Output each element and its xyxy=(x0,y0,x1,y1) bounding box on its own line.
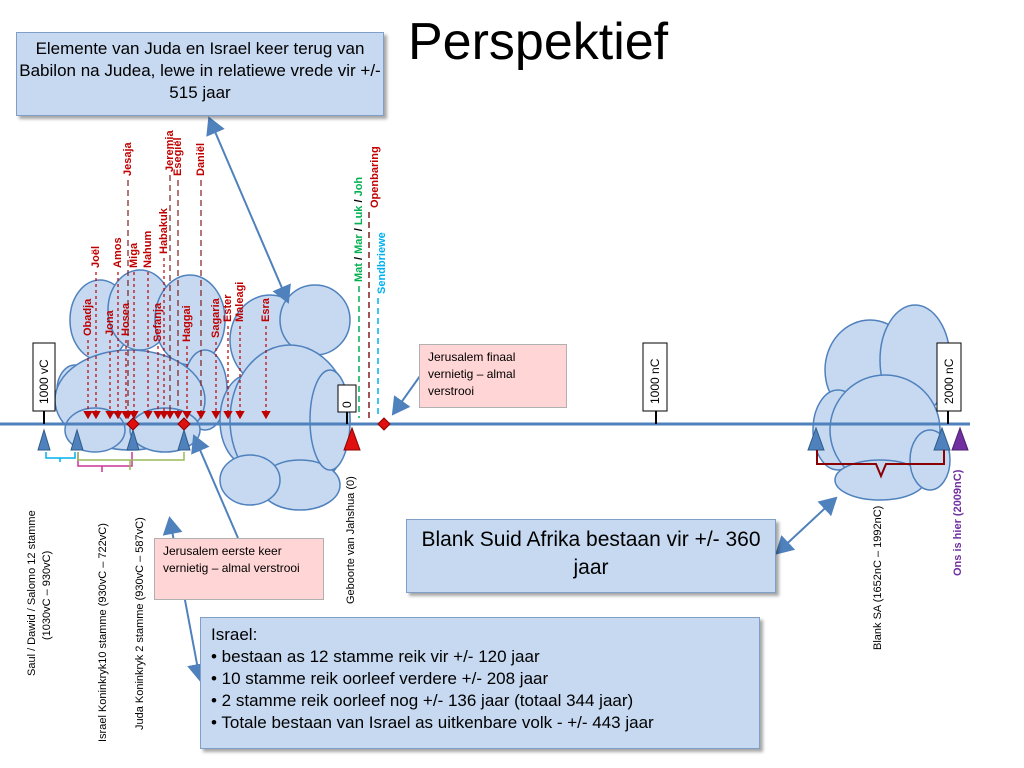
red-diamonds xyxy=(126,417,391,431)
arrow-top-callout xyxy=(206,116,291,304)
callout-jerusalem-final: Jerusalem finaal vernietig – almal verst… xyxy=(419,344,567,408)
prophet-ester: Ester xyxy=(222,294,234,322)
marker-2000nc: 2000 nC xyxy=(936,342,962,412)
marker-0: 0 xyxy=(337,384,357,413)
callout-return-babylon: Elemente van Juda en Israel keer terug v… xyxy=(16,32,384,116)
prophet-habakuk: Habakuk xyxy=(158,207,170,254)
prophet-esra: Esra xyxy=(260,297,272,322)
svg-text:1000 vC: 1000 vC xyxy=(37,359,51,404)
prophet-maleagi: Maleagi xyxy=(234,282,246,322)
birth-triangle xyxy=(343,426,361,451)
event-israel-koninkryk: Israel Koninkryk10 stamme (930vC – 722vC… xyxy=(97,523,109,742)
prophet-nahum: Nahum xyxy=(142,231,154,269)
svg-text:0: 0 xyxy=(340,401,354,408)
event-juda-koninkryk: Juda Koninkryk 2 stamme (930vC – 587vC) xyxy=(134,517,146,730)
marker-1000vc: 1000 vC xyxy=(32,342,56,412)
prophet-jona: Jona xyxy=(104,309,116,336)
bracket-10-stamme xyxy=(77,452,133,472)
bracket-2-stamme xyxy=(77,452,185,470)
event-geboorte: Geboorte van Jahshua (0) xyxy=(345,476,357,604)
event-labels: Saul / Dawid / Salomo 12 stamme (1030vC … xyxy=(26,469,964,742)
israel-heading: Israel: xyxy=(211,625,258,644)
event-ons-is-hier: Ons is hier (2009nC) xyxy=(952,469,964,576)
prophet-sefanja: Sefanja xyxy=(152,302,164,342)
arrow-jerusalem-first xyxy=(191,434,239,539)
prophet-labels: Obadja Joël Jona Amos Hosea Miga Nahum S… xyxy=(82,130,272,342)
slide-title: Perspektief xyxy=(408,13,669,71)
gospels-label: Mat / Mar / Luk / Joh xyxy=(353,177,365,282)
callout-jerusalem-first: Jerusalem eerste keer vernietig – almal … xyxy=(154,538,324,600)
israel-bullet: • 10 stamme reik oorleef verdere +/- 208… xyxy=(211,669,549,688)
axis-triangles xyxy=(37,426,951,451)
israel-bullet: • Totale bestaan van Israel as uitkenbar… xyxy=(211,713,654,732)
prophet-obadja: Obadja xyxy=(82,298,94,336)
bracket-12-stamme xyxy=(45,452,76,462)
prophet-esegiel: Esegiël xyxy=(172,137,184,176)
arrow-jerusalem-final xyxy=(391,375,421,416)
callout-israel: Israel: • bestaan as 12 stamme reik vir … xyxy=(200,617,760,749)
prophet-hosea: Hosea xyxy=(120,302,132,336)
prophet-jeremia: Jeremia xyxy=(164,130,176,172)
israel-bullet: • 2 stamme reik oorleef nog +/- 136 jaar… xyxy=(211,691,634,710)
prophet-amos: Amos xyxy=(112,237,124,268)
event-saul-dates: (1030vC – 930vC) xyxy=(41,551,53,640)
prophet-miga: Miga xyxy=(128,242,140,268)
marker-1000nc: 1000 nC xyxy=(642,342,668,412)
callout-blank-sa: Blank Suid Afrika bestaan vir +/- 360 ja… xyxy=(406,519,776,593)
revelation-label: Openbaring xyxy=(369,146,381,208)
prophet-jesaja: Jesaja xyxy=(122,141,134,176)
arrow-blank-sa xyxy=(775,496,838,555)
prophet-haggai: Haggai xyxy=(181,305,193,342)
bracket-blank-sa xyxy=(816,450,945,479)
israel-bullet: • bestaan as 12 stamme reik vir +/- 120 … xyxy=(211,647,540,666)
letters-label: Sendbriewe xyxy=(376,232,388,294)
svg-text:2000 nC: 2000 nC xyxy=(942,358,956,404)
event-blank-sa: Blank SA (1652nC – 1992nC) xyxy=(872,506,884,650)
prophet-joel: Joël xyxy=(90,246,102,268)
cloud-blank-sa xyxy=(812,304,951,501)
prophet-sagaria: Sagaria xyxy=(210,297,222,338)
prophet-daniel: Daniël xyxy=(195,143,207,176)
svg-text:1000 nC: 1000 nC xyxy=(648,358,662,404)
prophet-lines xyxy=(83,258,271,420)
major-prophet-lines xyxy=(123,175,206,420)
event-saul-dawid-salomo: Saul / Dawid / Salomo 12 stamme xyxy=(26,510,38,676)
cloud-peace xyxy=(219,284,351,511)
ons-is-hier-triangle xyxy=(951,426,969,451)
